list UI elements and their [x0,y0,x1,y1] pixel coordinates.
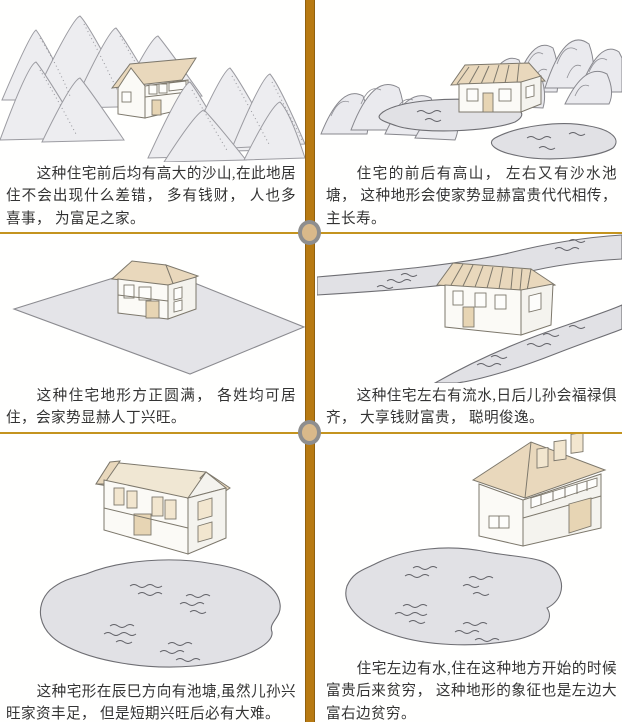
mountain-group-front [147,67,305,162]
square-plot [12,265,305,375]
divider-node-2 [298,420,321,445]
illustration-sand-mountains-house [0,15,305,162]
pond-right [490,123,617,160]
house [471,434,607,547]
pond-ripples [394,566,500,642]
pond [345,547,562,646]
house [95,460,231,555]
pond-ripples [103,584,211,662]
pond [39,559,281,668]
panel-3-caption: 这种住宅地形方正圆满， 各姓均可居住，会家势显赫人丁兴旺。 [6,388,296,427]
vertical-divider-bar [305,0,315,722]
panel-1: 这种住宅前后均有高大的沙山,在此地居住不会出现什么差错， 多有钱财， 人也多喜事… [0,0,305,232]
panel-6: 住宅左边有水,住在这种地方开始的时候富贵后来贫穷， 这种地形的象征也是左边大富右… [317,434,622,722]
panel-2: 住宅的前后有高山， 左右又有沙水池塘， 这种地形会使家势显赫富贵代代相传，主长寿… [317,0,622,232]
panel-5-caption: 这种宅形在辰巳方向有池塘,虽然儿孙兴旺家资丰足， 但是短期兴旺后必有大难。 [6,684,296,722]
illustration-house-big-pond [39,460,281,668]
panel-4: 这种住宅左右有流水,日后儿孙会福禄俱齐， 大享钱财富贵， 聪明俊逸。 [317,233,622,433]
illustration-house-mountains-ponds [320,39,622,160]
illustration-house-streams [317,234,622,383]
panel-3: 这种住宅地形方正圆满， 各姓均可居住，会家势显赫人丁兴旺。 [0,233,305,433]
panel-6-caption: 住宅左边有水,住在这种地方开始的时候富贵后来贫穷， 这种地形的象征也是左边大富右… [326,661,617,722]
balcony-rail [530,477,598,509]
house [110,260,200,320]
illustration-house-square-plot [12,260,305,375]
panel-2-caption: 住宅的前后有高山， 左右又有沙水池塘， 这种地形会使家势显赫富贵代代相传，主长寿… [326,166,617,227]
small-house [110,57,197,119]
divider-node-1 [298,220,321,245]
panel-4-caption: 这种住宅左右有流水,日后儿孙会福禄俱齐， 大享钱财富贵， 聪明俊逸。 [326,388,617,427]
panel-5: 这种宅形在辰巳方向有池塘,虽然儿孙兴旺家资丰足， 但是短期兴旺后必有大难。 [0,434,305,722]
house [450,62,547,113]
illustration-house-water-left [345,434,607,646]
house [436,262,557,336]
mountain-group-back [0,15,203,143]
panel-1-caption: 这种住宅前后均有高大的沙山,在此地居住不会出现什么差错， 多有钱财， 人也多喜事… [6,166,296,227]
